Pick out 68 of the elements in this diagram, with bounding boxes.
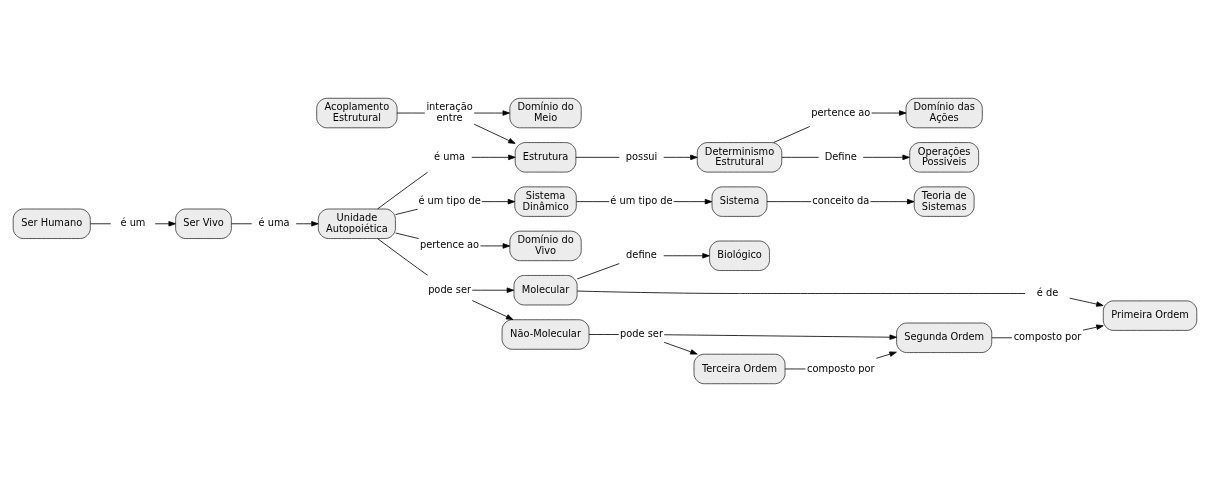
arrow: [154, 220, 176, 226]
arrow: [862, 154, 910, 160]
connector: [395, 208, 418, 215]
node-text: pode ser: [620, 327, 663, 339]
node-box: Teoria de Sistemas: [913, 185, 975, 217]
arrow: [1082, 324, 1104, 331]
connector: [588, 333, 620, 335]
node-text: é de: [1036, 286, 1059, 298]
arrow: [663, 341, 698, 355]
arrow: [663, 154, 698, 160]
node-box: Molecular: [513, 274, 578, 305]
node-box: Biológico: [709, 240, 770, 271]
node-text: é uma: [258, 216, 290, 228]
arrow: [663, 252, 710, 258]
node-box: Unidade Autopoiética: [317, 208, 396, 239]
node-text: composto por: [806, 362, 875, 373]
arrow: [473, 123, 516, 144]
node-box: Estrutura: [514, 141, 577, 172]
node-box: Domínio do Vivo: [509, 230, 582, 261]
node-text: composto por: [1013, 330, 1082, 342]
node-box: Operações Possiveis: [909, 141, 979, 172]
arrow: [870, 198, 915, 204]
node-text: define: [626, 248, 657, 260]
node-text: pode ser: [428, 283, 471, 295]
arrow: [673, 198, 713, 204]
node-text: é um: [120, 216, 146, 228]
connector: [395, 232, 420, 239]
node-text: possui: [625, 150, 658, 162]
connector: [576, 262, 620, 279]
node-text: é um tipo de: [610, 194, 673, 206]
arrow: [473, 109, 510, 116]
node-text: pertence ao: [811, 106, 871, 118]
node-box: Domínio do Meio: [509, 97, 582, 128]
node-box: Terceira Ordem: [693, 353, 786, 384]
node-text: é uma: [434, 150, 466, 162]
node-box: Ser Vivo: [175, 208, 232, 239]
node-text: Define: [824, 150, 857, 162]
node-box: Sistema: [711, 185, 768, 217]
node-box: Determinismo Estrutural: [696, 141, 783, 172]
node-text: conceito da: [812, 194, 870, 206]
arrow: [471, 299, 514, 320]
node-text: pertence ao: [420, 238, 480, 250]
arrow: [871, 109, 907, 116]
arrow: [295, 220, 319, 226]
arrow: [1069, 297, 1104, 307]
connector: [773, 125, 811, 143]
connector: [576, 200, 610, 202]
node-box: Sistema Dinâmico: [514, 185, 577, 217]
node-box: Segunda Ordem: [896, 322, 993, 353]
connector: [377, 237, 428, 276]
node-box: Ser Humano: [12, 208, 91, 239]
node-text: interação entre: [426, 100, 473, 123]
node-box: Domínio das Ações: [905, 97, 983, 128]
connector: [766, 200, 812, 202]
node-text: é um tipo de: [418, 194, 481, 206]
connector: [576, 290, 1026, 294]
connector: [575, 156, 620, 158]
arrow: [480, 242, 511, 249]
connector: [377, 171, 428, 209]
arrow: [471, 154, 516, 160]
node-box: Primeira Ordem: [1102, 299, 1198, 331]
node-box: Acoplamento Estrutural: [316, 97, 398, 128]
arrow: [875, 351, 897, 359]
arrow: [471, 287, 515, 293]
arrow: [481, 198, 516, 204]
connector: [781, 156, 819, 158]
arrow: [663, 333, 897, 340]
node-box: Não-Molecular: [501, 318, 590, 350]
